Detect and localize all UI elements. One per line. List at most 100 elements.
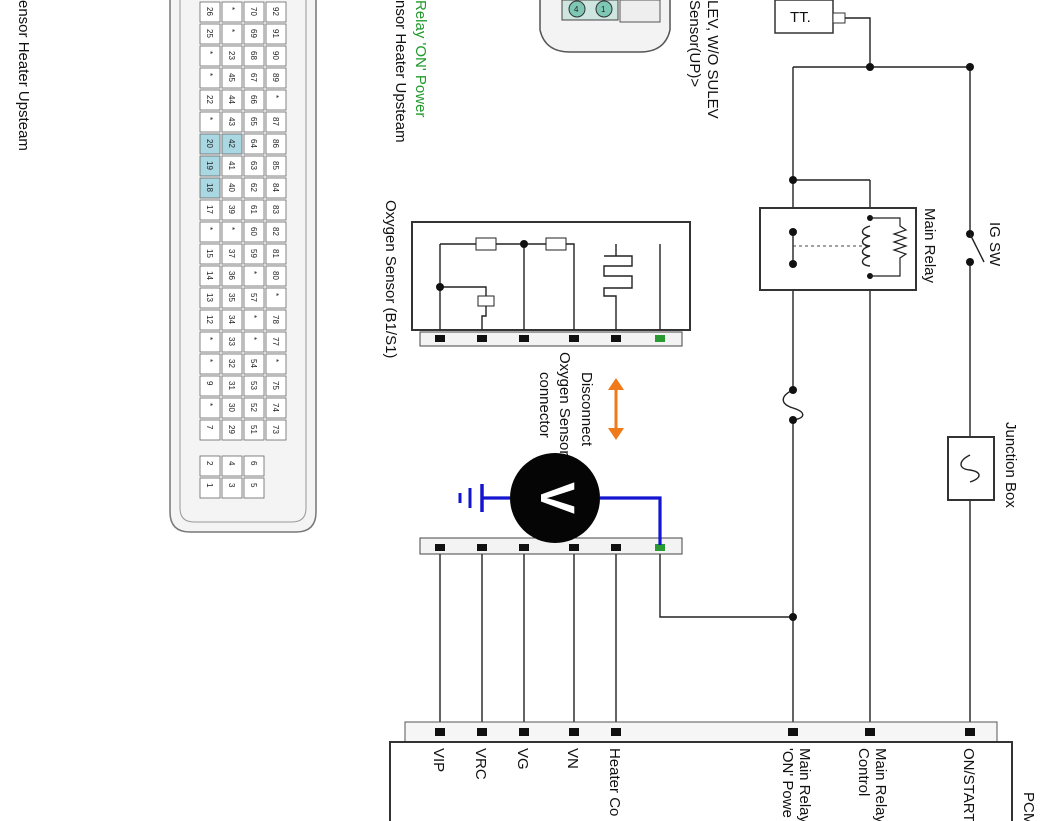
pinout-cell bbox=[199, 1, 221, 23]
pinout-label: 53 bbox=[249, 381, 258, 390]
pinout-label: 14 bbox=[205, 271, 214, 280]
pinout-cell bbox=[243, 23, 265, 45]
pcm-module: VIP VRC VG VN Heater Co Main Relay 'ON' … bbox=[389, 721, 1037, 821]
pinout-label: 73 bbox=[271, 425, 280, 434]
main-relay-label: Main Relay bbox=[921, 208, 938, 284]
pinout-label: 45 bbox=[227, 73, 236, 82]
pinout-cell bbox=[243, 375, 265, 397]
pinout-label: 3 bbox=[227, 483, 236, 488]
pinout-cell bbox=[199, 331, 221, 353]
pinout-label: 89 bbox=[271, 73, 280, 82]
pinout-label: 4 bbox=[227, 461, 236, 466]
pinout-cell bbox=[221, 397, 243, 419]
pinout-cell bbox=[199, 155, 221, 177]
pinout-label: 54 bbox=[249, 359, 258, 368]
pinout-cell bbox=[243, 397, 265, 419]
pinout-cell bbox=[199, 67, 221, 89]
pinout-cell bbox=[199, 133, 221, 155]
pinout-label: 23 bbox=[227, 51, 236, 60]
pinout-cell bbox=[265, 111, 287, 133]
pinout-label: 13 bbox=[205, 293, 214, 302]
pinout-label: 1 bbox=[205, 483, 214, 488]
pinout-cell bbox=[265, 45, 287, 67]
label-sensor-heater-upsteam-2: nsor Heater Upsteam bbox=[392, 0, 409, 143]
pinout-cell bbox=[221, 45, 243, 67]
pcm-pinout: 2625**22*20191817*15141312**9*721**23454… bbox=[169, 0, 317, 533]
pcm-label: PCM bbox=[1020, 792, 1037, 821]
pinout-cell bbox=[221, 1, 243, 23]
pinout-cell bbox=[243, 353, 265, 375]
junction-box: Junction Box bbox=[947, 422, 1019, 508]
pinout-label: * bbox=[249, 315, 258, 318]
pinout-cell bbox=[199, 243, 221, 265]
pinout-cell bbox=[265, 155, 287, 177]
pinout-cell bbox=[265, 287, 287, 309]
pinout-label: * bbox=[205, 337, 214, 340]
pinout-label: 25 bbox=[205, 29, 214, 38]
pinout-label: 90 bbox=[271, 51, 280, 60]
pinout-cell bbox=[199, 477, 221, 499]
pinout-label: 69 bbox=[249, 29, 258, 38]
pinout-cell bbox=[199, 353, 221, 375]
pinout-cell bbox=[265, 243, 287, 265]
pinout-cell bbox=[221, 23, 243, 45]
pinout-label: 6 bbox=[249, 461, 258, 466]
voltmeter: V bbox=[458, 453, 662, 545]
pinout-cell bbox=[243, 309, 265, 331]
pinout-cell bbox=[243, 243, 265, 265]
harness-connector bbox=[419, 537, 683, 555]
pinout-cell bbox=[243, 177, 265, 199]
pinout-cell bbox=[243, 199, 265, 221]
pcm-pin-vn: VN bbox=[564, 748, 581, 769]
pinout-cell bbox=[265, 177, 287, 199]
pinout-label: * bbox=[205, 51, 214, 54]
pinout-label: 87 bbox=[271, 117, 280, 126]
main-relay: Main Relay bbox=[759, 207, 938, 291]
pinout-cell bbox=[265, 89, 287, 111]
pinout-label: 68 bbox=[249, 51, 258, 60]
pinout-label: 78 bbox=[271, 315, 280, 324]
pinout-cell bbox=[221, 375, 243, 397]
pinout-cell bbox=[265, 331, 287, 353]
pinout-cell bbox=[265, 133, 287, 155]
pinout-label: * bbox=[205, 359, 214, 362]
pinout-label: 51 bbox=[249, 425, 258, 434]
connector-pin-1: 1 bbox=[601, 5, 606, 14]
pinout-cell bbox=[221, 177, 243, 199]
pinout-label: 37 bbox=[227, 249, 236, 258]
pinout-cell bbox=[265, 265, 287, 287]
oxygen-sensor-label: Oxygen Sensor (B1/S1) bbox=[382, 200, 399, 358]
pinout-label: 74 bbox=[271, 403, 280, 412]
junction-dots bbox=[789, 63, 974, 621]
pinout-label: 66 bbox=[249, 95, 258, 104]
pinout-label: 39 bbox=[227, 205, 236, 214]
pinout-label: 7 bbox=[205, 425, 214, 430]
pinout-label: 40 bbox=[227, 183, 236, 192]
pinout-label: 70 bbox=[249, 7, 258, 16]
pinout-label: 17 bbox=[205, 205, 214, 214]
pinout-label: * bbox=[205, 227, 214, 230]
pinout-cell bbox=[243, 265, 265, 287]
pinout-label: 35 bbox=[227, 293, 236, 302]
pinout-cell bbox=[243, 67, 265, 89]
pinout-cell bbox=[199, 287, 221, 309]
pinout-cell bbox=[221, 331, 243, 353]
pinout-cell bbox=[265, 353, 287, 375]
pinout-label: * bbox=[249, 271, 258, 274]
pinout-label: 80 bbox=[271, 271, 280, 280]
pinout-label: * bbox=[271, 359, 280, 362]
pinout-cell bbox=[221, 309, 243, 331]
voltmeter-symbol: V bbox=[530, 482, 583, 514]
pinout-label: 82 bbox=[271, 227, 280, 236]
pinout-cell bbox=[199, 111, 221, 133]
pinout-label: 84 bbox=[271, 183, 280, 192]
label-lev-wo-sulev: LEV, W/O SULEV bbox=[704, 0, 721, 119]
pinout-label: 85 bbox=[271, 161, 280, 170]
pinout-cell bbox=[243, 45, 265, 67]
pinout-cell bbox=[221, 265, 243, 287]
pinout-cell bbox=[221, 419, 243, 441]
pinout-cell bbox=[243, 1, 265, 23]
pinout-cell bbox=[265, 67, 287, 89]
pinout-cell bbox=[243, 287, 265, 309]
pinout-label: 81 bbox=[271, 249, 280, 258]
